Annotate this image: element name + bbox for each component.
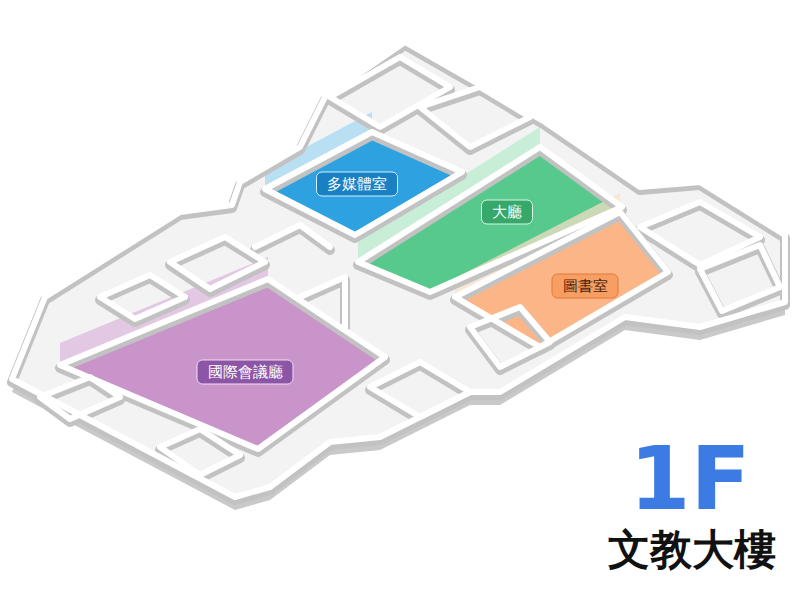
room-name: 多媒體室: [327, 175, 387, 194]
floor-number: 1F: [629, 430, 750, 527]
room-name: 國際會議廳: [208, 363, 283, 382]
room-name: 大廳: [492, 203, 522, 222]
room-label: 圖書室: [552, 274, 619, 299]
room-label: 大廳: [481, 200, 533, 225]
room-name: 圖書室: [563, 277, 608, 296]
building-name: 文教大樓: [608, 527, 776, 573]
room-label: 多媒體室: [316, 172, 398, 197]
room-label: 國際會議廳: [197, 360, 294, 385]
